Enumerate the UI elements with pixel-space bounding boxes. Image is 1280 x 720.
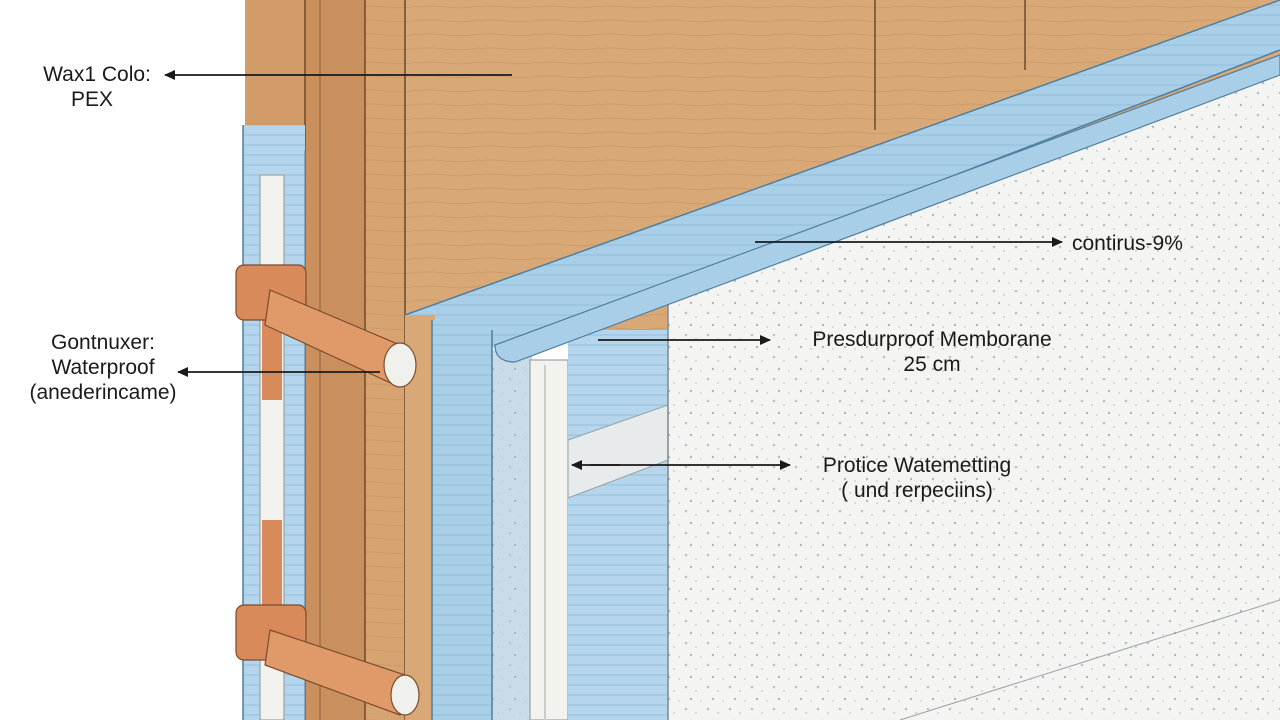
copper-fitting-lower	[235, 604, 420, 716]
label-waterproof-line3: (anederincame)	[29, 381, 177, 404]
label-waterproof: Gontnuxer: Waterproof (anederincame)	[8, 330, 198, 405]
label-continuous: contirus-9%	[1072, 231, 1183, 256]
top-bead	[494, 54, 1280, 363]
inner-membrane-panel	[567, 330, 669, 720]
label-protice: Protice Watemetting ( und rerpeciins)	[792, 453, 1042, 503]
label-protice-line1: Protice Watemetting	[822, 454, 1012, 477]
label-membrane-line1: Presdurproof Memborane	[812, 328, 1052, 351]
copper-fitting-upper	[235, 264, 417, 388]
label-continuous-text: contirus-9%	[1072, 232, 1183, 255]
label-membrane: Presdurproof Memborane 25 cm	[772, 327, 1092, 377]
leader-arrows	[164, 70, 1063, 470]
label-pex-line1: Wax1 Colo:	[43, 63, 151, 86]
label-pex: Wax1 Colo: PEX	[12, 62, 182, 112]
label-membrane-line2: 25 cm	[903, 353, 961, 376]
label-protice-line2: ( und rerpeciins)	[841, 479, 993, 502]
label-waterproof-line2: Waterproof	[51, 356, 155, 379]
label-waterproof-line1: Gontnuxer:	[51, 331, 155, 354]
top-membrane-strip	[404, 0, 1280, 351]
front-membrane-edge	[405, 315, 532, 720]
corner-pipe	[529, 359, 569, 720]
label-pex-line2: PEX	[70, 88, 114, 111]
